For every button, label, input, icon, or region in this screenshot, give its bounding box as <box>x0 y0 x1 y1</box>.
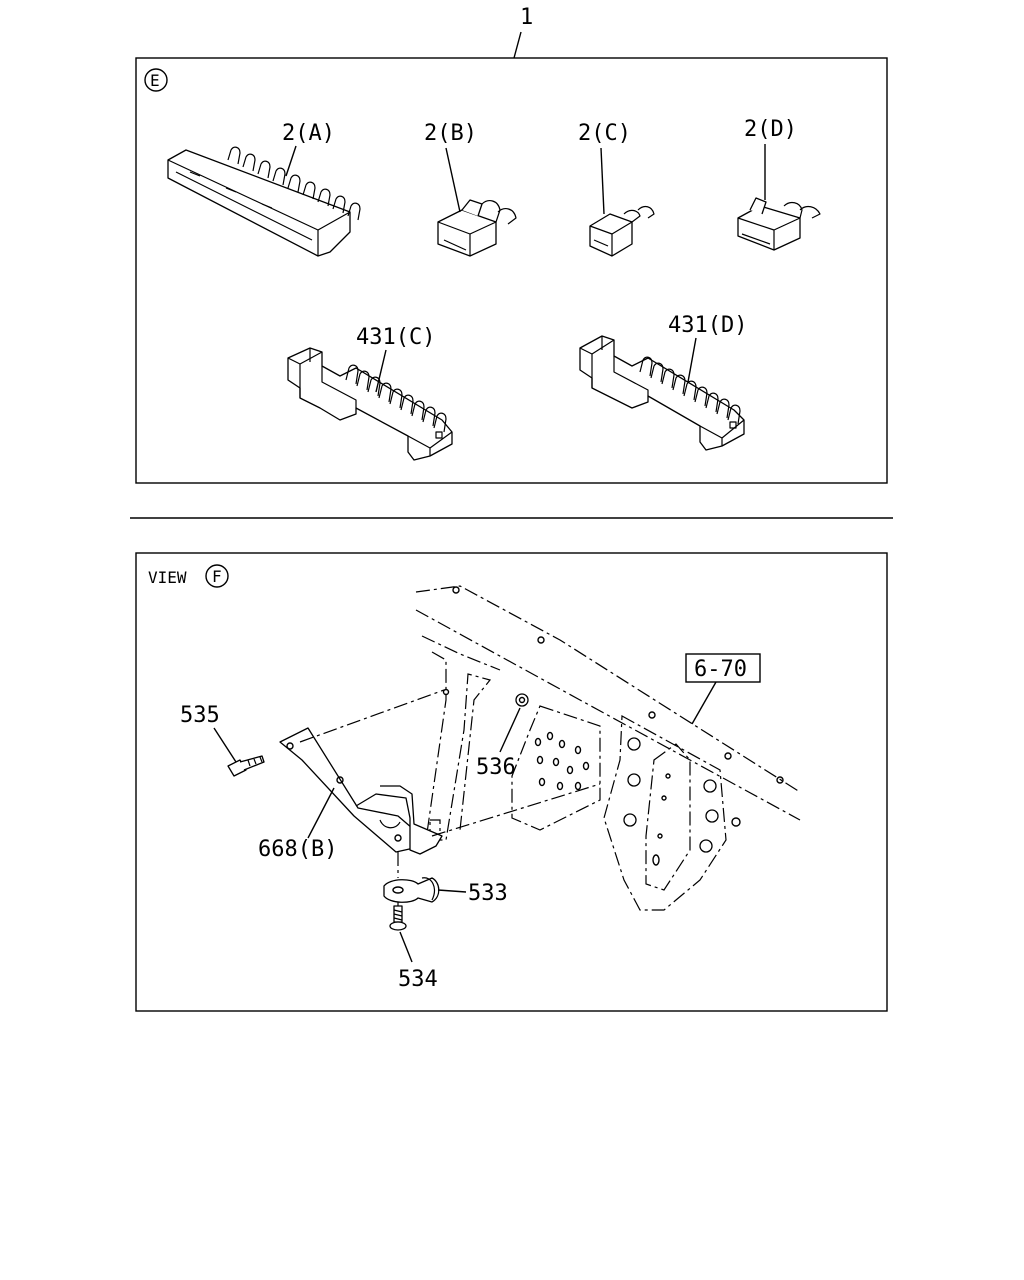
connector-431c[interactable] <box>287 347 453 461</box>
view-marker-f-icon <box>205 564 229 588</box>
clip-533[interactable] <box>383 877 440 903</box>
connector-431d[interactable] <box>579 335 745 451</box>
ref-box-6-70[interactable] <box>685 653 761 683</box>
label-536[interactable]: 536 <box>476 755 516 780</box>
label-2c[interactable]: 2(C) <box>578 121 631 146</box>
frame-rail[interactable] <box>415 585 801 821</box>
label-2b[interactable]: 2(B) <box>424 121 477 146</box>
connector-2d[interactable] <box>737 197 821 251</box>
panel-f: VIEW F <box>135 552 888 1012</box>
label-431c[interactable]: 431(C) <box>356 325 435 350</box>
label-431d[interactable]: 431(D) <box>668 313 747 338</box>
connector-2b[interactable] <box>437 199 517 257</box>
view-marker-f: F <box>212 567 222 586</box>
label-534[interactable]: 534 <box>398 967 438 992</box>
bracket-668b[interactable] <box>279 727 443 855</box>
cross-member-plate[interactable] <box>511 705 601 831</box>
screw-534[interactable] <box>389 905 407 931</box>
bolt-535[interactable] <box>227 755 265 777</box>
gusset-plate[interactable] <box>603 715 741 911</box>
panel-e: E 2(A) 2(B) <box>135 57 888 484</box>
label-533[interactable]: 533 <box>468 881 508 906</box>
view-marker-e: E <box>150 71 160 90</box>
nut-536[interactable] <box>515 693 529 707</box>
view-marker-e-icon <box>144 68 168 92</box>
hanger-bracket[interactable] <box>425 651 492 841</box>
connector-2c[interactable] <box>589 205 655 257</box>
view-f-text: VIEW <box>148 568 187 587</box>
label-2a[interactable]: 2(A) <box>282 121 335 146</box>
label-ref-6-70[interactable]: 6-70 <box>694 657 747 682</box>
callout-1[interactable]: 1 <box>520 5 533 30</box>
label-2d[interactable]: 2(D) <box>744 117 797 142</box>
connector-2a[interactable] <box>167 146 361 257</box>
label-535[interactable]: 535 <box>180 703 220 728</box>
label-668b[interactable]: 668(B) <box>258 837 337 862</box>
